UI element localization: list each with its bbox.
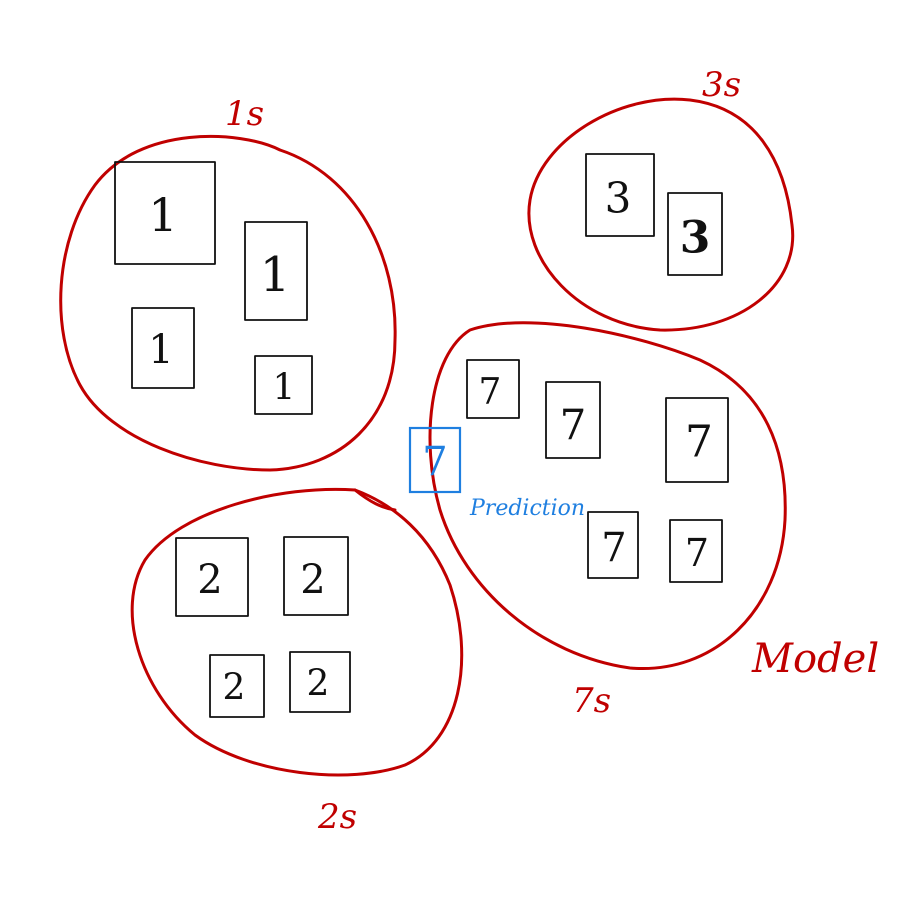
prediction-digit: 7 bbox=[422, 439, 447, 485]
cluster-sevens-boundary bbox=[428, 321, 787, 670]
model-label: Model bbox=[751, 636, 879, 682]
digit-box bbox=[254, 355, 313, 415]
prediction-box bbox=[408, 426, 462, 494]
digit-label: 3 bbox=[680, 213, 711, 264]
digit-label: 1 bbox=[273, 368, 296, 409]
cluster-ones-label: 1s bbox=[225, 94, 264, 134]
digit-label: 7 bbox=[560, 401, 587, 450]
cluster-sevens: 7s 7 7 7 7 7 bbox=[428, 321, 787, 721]
digit-label: 1 bbox=[148, 327, 173, 373]
digit-box bbox=[244, 221, 308, 321]
digit-box bbox=[283, 536, 349, 616]
digit-box bbox=[175, 537, 249, 617]
digit-label: 7 bbox=[685, 417, 713, 468]
cluster-threes-boundary bbox=[527, 97, 795, 332]
digit-box bbox=[466, 359, 520, 419]
digit-box bbox=[209, 654, 265, 718]
cluster-twos: 2s 2 2 2 2 bbox=[130, 487, 464, 837]
digit-box bbox=[545, 381, 601, 459]
cluster-twos-boundary-tail bbox=[353, 488, 397, 512]
digit-label: 7 bbox=[685, 531, 709, 575]
cluster-threes: 3s 3 3 bbox=[527, 65, 795, 332]
cluster-twos-label: 2s bbox=[317, 797, 357, 837]
digit-label: 2 bbox=[197, 557, 222, 603]
digit-box bbox=[667, 192, 723, 276]
digit-label: 1 bbox=[260, 247, 291, 303]
digit-label: 2 bbox=[307, 664, 330, 705]
digit-label: 2 bbox=[300, 557, 325, 603]
digit-box bbox=[665, 397, 729, 483]
digit-box bbox=[114, 161, 216, 265]
cluster-ones: 1s 1 1 1 1 bbox=[59, 94, 397, 472]
cluster-twos-boundary bbox=[130, 487, 464, 777]
cluster-threes-label: 3s bbox=[702, 65, 741, 105]
digit-label: 3 bbox=[605, 174, 632, 223]
digit-label: 2 bbox=[223, 668, 246, 709]
digit-box bbox=[585, 153, 655, 237]
digit-box bbox=[131, 307, 195, 389]
digit-box bbox=[289, 651, 351, 713]
digit-label: 7 bbox=[601, 525, 626, 571]
prediction-label: Prediction bbox=[469, 496, 585, 521]
digit-label: 1 bbox=[148, 188, 177, 242]
cluster-sevens-label: 7s bbox=[572, 681, 611, 721]
digit-label: 7 bbox=[479, 372, 502, 413]
digit-box bbox=[669, 519, 723, 583]
prediction: 7 Prediction bbox=[408, 426, 585, 521]
digit-box bbox=[587, 511, 639, 579]
cluster-ones-boundary bbox=[59, 134, 397, 472]
